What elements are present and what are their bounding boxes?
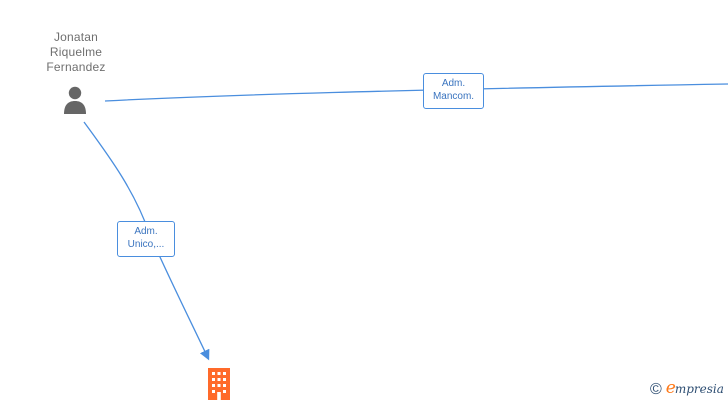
- building-icon[interactable]: [204, 367, 234, 400]
- top-role-line-2: Mancom.: [432, 91, 475, 102]
- person-name: Jonatan Riquelme Fernandez: [26, 30, 126, 75]
- bottom-role-line-1: Adm.: [134, 226, 158, 237]
- brand-name: mpresia: [674, 382, 724, 396]
- top-role-line-1: Adm.: [441, 78, 466, 89]
- person-name-line-3: Fernandez: [46, 60, 106, 74]
- bottom-role-label[interactable]: Adm. Unico,...: [117, 221, 175, 257]
- person-icon[interactable]: [60, 85, 90, 115]
- empresia-brand: ©empresia: [650, 379, 724, 399]
- bottom-role-line-2: Unico,...: [127, 239, 165, 250]
- copyright-symbol: ©: [650, 381, 662, 398]
- person-name-line-1: Jonatan: [53, 30, 99, 44]
- person-name-line-2: Riquelme: [49, 45, 103, 59]
- person-node[interactable]: Jonatan Riquelme Fernandez: [26, 30, 126, 114]
- top-role-label[interactable]: Adm. Mancom.: [423, 73, 484, 109]
- top-connection-line: [104, 83, 728, 102]
- brand-logo-e: e: [665, 378, 676, 398]
